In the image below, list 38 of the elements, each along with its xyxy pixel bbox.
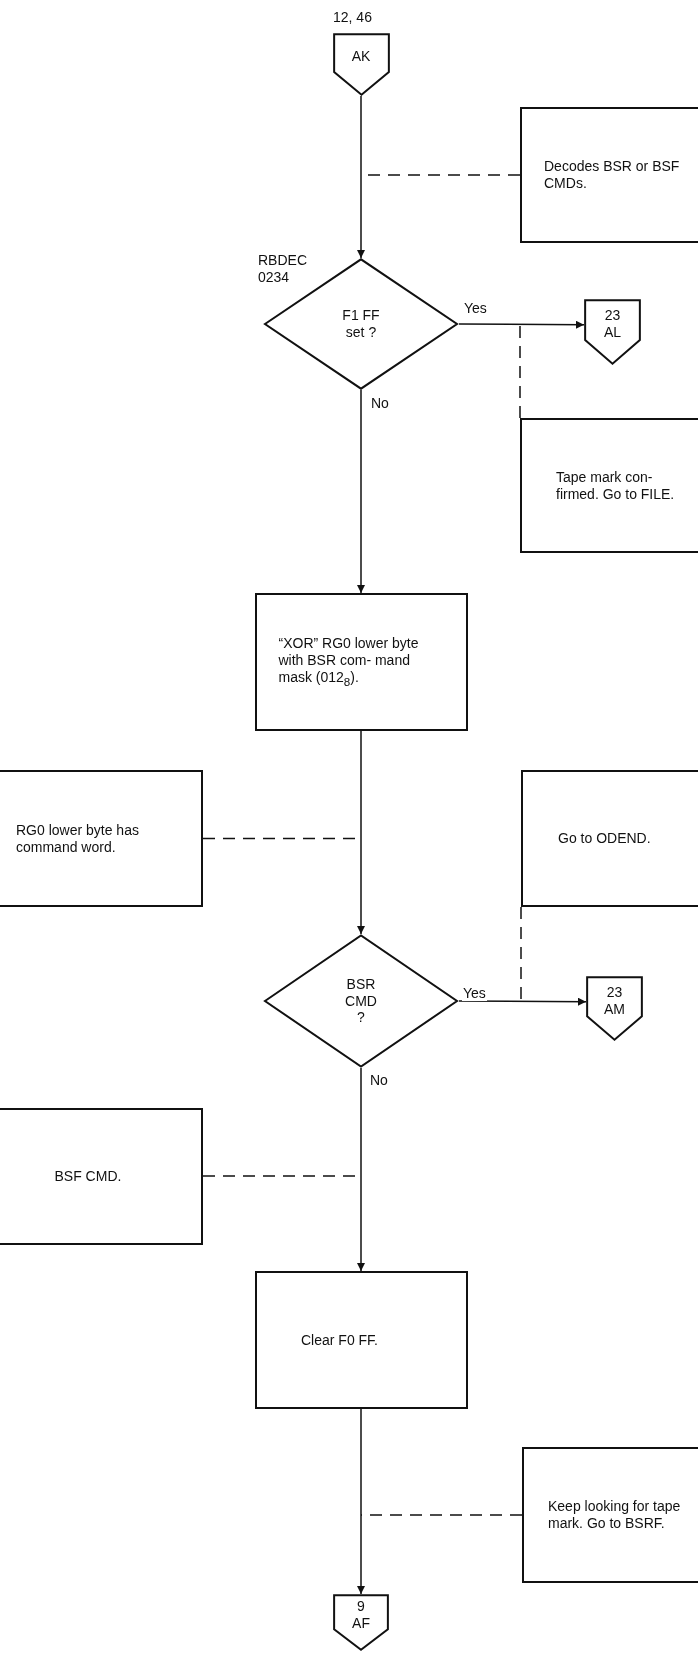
step-text: “XOR” RG0 lower byte with BSR com- mand mask (012$_{8}$). — [278, 635, 420, 689]
step-text: BSR CMD ? — [344, 975, 378, 1027]
step-text: Decodes BSR or BSF CMDs. — [544, 158, 681, 192]
step-text: Clear F0 FF. — [301, 1331, 379, 1349]
reference-label: 12, 46 — [333, 9, 373, 26]
arrow — [458, 997, 587, 1006]
leader-line — [519, 323, 521, 419]
process-box — [520, 107, 698, 243]
step-text: Keep looking for tape mark. Go to BSRF. — [548, 1498, 682, 1532]
reference-label: RBDEC 0234 — [258, 252, 308, 286]
edge-label: Yes — [462, 985, 487, 1001]
step-text: Tape mark con- firmed. Go to FILE. — [556, 468, 676, 503]
step-text: RG0 lower byte has command word. — [16, 821, 140, 856]
edge-label: No — [369, 1072, 389, 1088]
process-box — [521, 770, 698, 907]
arrow — [357, 95, 365, 259]
arrow — [357, 730, 365, 935]
process-box — [0, 770, 203, 907]
arrow — [357, 1408, 365, 1595]
edge-label: No — [370, 395, 390, 411]
step-text: F1 FF set ? — [341, 307, 381, 341]
leader-line — [360, 1514, 523, 1516]
connector-label: 23 AM — [603, 983, 626, 1018]
arrow — [357, 1067, 365, 1272]
edge-label: Yes — [463, 300, 488, 316]
leader-line — [520, 906, 522, 1002]
arrow — [458, 320, 585, 329]
process-box — [0, 1108, 203, 1245]
connector-label: 9 AF — [351, 1597, 371, 1632]
connector-label: 23 AL — [602, 307, 623, 341]
process-box — [520, 418, 698, 553]
process-box — [254, 1271, 468, 1409]
connector-label: AK — [350, 48, 372, 65]
step-text: BSF CMD. — [54, 1168, 123, 1185]
arrow — [357, 389, 365, 594]
process-box — [254, 593, 468, 731]
step-text: Go to ODEND. — [558, 830, 652, 847]
process-box — [522, 1447, 698, 1583]
